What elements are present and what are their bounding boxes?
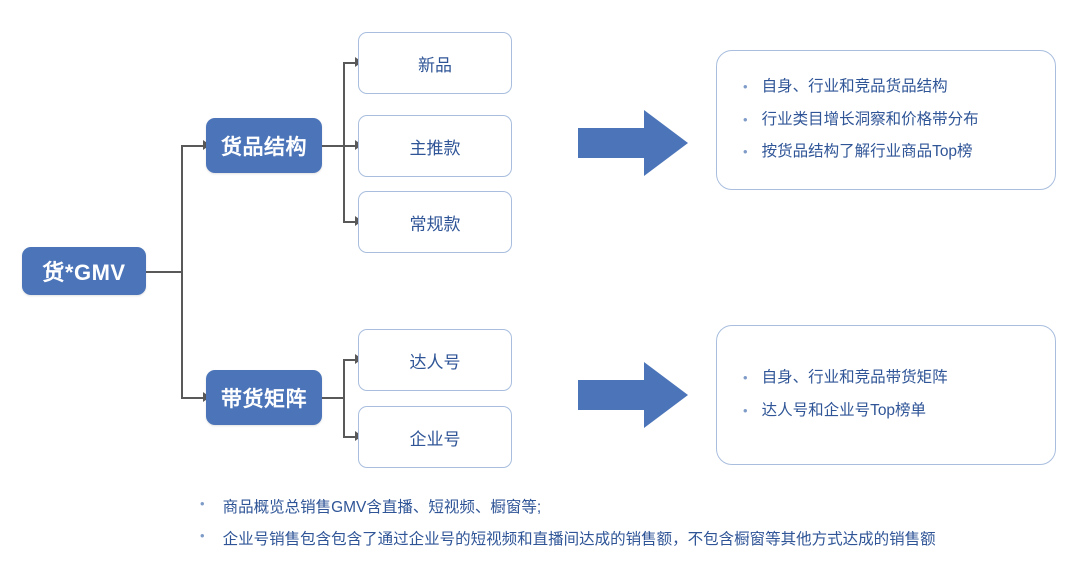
- node-leaf-2-2-label: 企业号: [409, 429, 461, 449]
- node-branch-2-label: 带货矩阵: [221, 387, 307, 411]
- connector-leaf-1-3: [343, 221, 358, 223]
- node-leaf-1-2-label: 主推款: [409, 138, 461, 158]
- panel-1-row-2: • 行业类目增长洞察和价格带分布: [743, 110, 1029, 131]
- panel-2-row-2: • 达人号和企业号Top榜单: [743, 401, 1029, 422]
- footnote-row-1: • 商品概览总销售GMV含直播、短视频、橱窗等;: [200, 495, 1060, 517]
- connector-sub-spine-1: [343, 62, 345, 222]
- panel-2-row-1: • 自身、行业和竞品带货矩阵: [743, 368, 1029, 389]
- node-leaf-企业号[interactable]: 企业号: [358, 406, 512, 468]
- node-root-label: 货*GMV: [42, 260, 126, 285]
- bullet-icon: •: [743, 144, 748, 160]
- connector-branch-2-out: [322, 397, 344, 399]
- connector-spine-to-branch-1: [181, 145, 206, 147]
- node-leaf-主推款[interactable]: 主推款: [358, 115, 512, 177]
- panel-2-text-2: 达人号和企业号Top榜单: [761, 402, 927, 419]
- connector-leaf-1-2: [343, 145, 358, 147]
- bullet-icon: •: [743, 78, 748, 94]
- bullet-icon: •: [743, 403, 748, 418]
- panel-1-row-3: • 按货品结构了解行业商品Top榜: [743, 142, 1029, 163]
- connector-sub-spine-2: [343, 359, 345, 436]
- node-leaf-达人号[interactable]: 达人号: [358, 329, 512, 391]
- node-branch-1-label: 货品结构: [221, 135, 307, 159]
- panel-带货矩阵-insights: • 自身、行业和竞品带货矩阵 • 达人号和企业号Top榜单: [716, 325, 1056, 465]
- node-root[interactable]: 货*GMV: [22, 247, 146, 295]
- block-arrow-2-shape: [578, 362, 688, 428]
- connector-branch-1-out: [322, 145, 344, 147]
- node-branch-货品结构[interactable]: 货品结构: [206, 118, 322, 173]
- node-leaf-新品[interactable]: 新品: [358, 32, 512, 94]
- panel-货品结构-insights: • 自身、行业和竞品货品结构 • 行业类目增长洞察和价格带分布 • 按货品结构了…: [716, 50, 1056, 190]
- footnotes: • 商品概览总销售GMV含直播、短视频、橱窗等; • 企业号销售包含包含了通过企…: [200, 495, 1060, 559]
- block-arrow-1-shape: [578, 110, 688, 176]
- node-leaf-2-1-label: 达人号: [409, 352, 461, 372]
- panel-1-text-1: 自身、行业和竞品货品结构: [761, 77, 948, 95]
- bullet-icon: •: [743, 370, 748, 386]
- connector-root-out: [146, 271, 182, 273]
- footnote-text-2: 企业号销售包含包含了通过企业号的短视频和直播间达成的销售额，不包含橱窗等其他方式…: [222, 531, 936, 548]
- bullet-icon: •: [200, 496, 205, 511]
- node-leaf-1-3-label: 常规款: [409, 214, 461, 234]
- block-arrow-1: [578, 110, 688, 181]
- connector-leaf-2-2: [343, 436, 358, 438]
- node-leaf-1-1-label: 新品: [418, 55, 452, 75]
- bullet-icon: •: [743, 111, 748, 127]
- connector-spine: [181, 145, 183, 397]
- panel-1-row-1: • 自身、行业和竞品货品结构: [743, 77, 1029, 98]
- panel-1-text-3: 按货品结构了解行业商品Top榜: [761, 143, 973, 161]
- connector-leaf-2-1: [343, 359, 358, 361]
- footnote-text-1: 商品概览总销售GMV含直播、短视频、橱窗等;: [222, 499, 542, 516]
- block-arrow-2: [578, 362, 688, 433]
- node-leaf-常规款[interactable]: 常规款: [358, 191, 512, 253]
- connector-leaf-1-1: [343, 62, 358, 64]
- footnote-row-2: • 企业号销售包含包含了通过企业号的短视频和直播间达成的销售额，不包含橱窗等其他…: [200, 527, 1060, 549]
- connector-spine-to-branch-2: [181, 397, 206, 399]
- bullet-icon: •: [200, 528, 205, 543]
- panel-1-text-2: 行业类目增长洞察和价格带分布: [761, 110, 979, 128]
- panel-2-text-1: 自身、行业和竞品带货矩阵: [761, 369, 948, 387]
- node-branch-带货矩阵[interactable]: 带货矩阵: [206, 370, 322, 425]
